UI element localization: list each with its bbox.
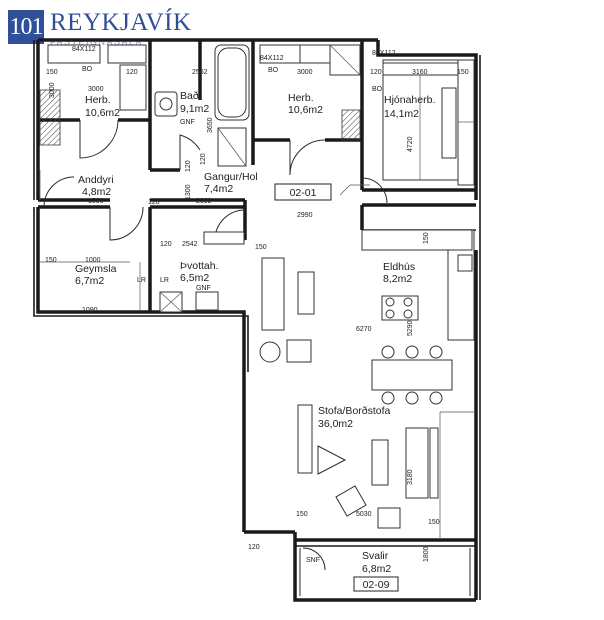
dimension-text: 5290	[407, 320, 414, 336]
svalir-name: Svalir	[362, 550, 389, 562]
dimension-text: 3000	[297, 69, 313, 76]
dimension-text: 120	[148, 199, 160, 206]
bath-name: Bað.	[180, 90, 202, 102]
stofa-name: Stofa/Borðstofa	[318, 405, 391, 417]
anddyri-name: Anddyri	[78, 174, 114, 186]
dimension-text: 6270	[356, 326, 372, 333]
bo-label-1: BO	[82, 66, 93, 73]
bath-area: 9,1m2	[180, 103, 209, 115]
stofa-area: 36,0m2	[318, 418, 353, 430]
dimension-text: 4720	[407, 136, 414, 152]
dimension-text: 1300	[185, 184, 192, 200]
dimension-text: 2990	[297, 212, 313, 219]
apartment-tag: 02-01	[274, 183, 332, 201]
dimension-text: 150	[428, 519, 440, 526]
eldhus-name: Eldhús	[383, 261, 415, 273]
dimension-text: 3650	[207, 117, 214, 133]
dimension-text: 1800	[423, 546, 430, 562]
apartment-tag-text: 02-01	[290, 187, 317, 199]
logo-name: REYKJAVÍK	[50, 9, 192, 36]
gangur-area: 7,4m2	[204, 183, 233, 195]
thvottah-name: Þvottah.	[180, 260, 219, 272]
dimension-text: 120	[200, 153, 207, 165]
dimension-text: 2562	[192, 69, 208, 76]
dimension-text: 150	[457, 69, 469, 76]
wardrobe-label-1: 84X112	[72, 46, 96, 53]
dimension-text: 1090	[82, 307, 98, 314]
furniture	[39, 44, 476, 596]
dimension-text: 1000	[85, 257, 101, 264]
dimension-text: 3000	[49, 82, 56, 98]
anddyri-area: 4,8m2	[82, 186, 111, 198]
hjonaherb-name: Hjónaherb.	[384, 94, 435, 106]
dimension-text: 3180	[407, 469, 414, 485]
lr-label-2: LR	[160, 277, 169, 284]
gangur-name: Gangur/Hol	[204, 171, 258, 183]
dimension-text: 150	[255, 244, 267, 251]
dimension-text: 2692	[196, 198, 212, 205]
dimension-text: 150	[46, 69, 58, 76]
bo-label-2: BO	[268, 67, 279, 74]
herb2-area: 10,6m2	[288, 104, 323, 116]
balcony-tag-text: 02-09	[363, 579, 390, 591]
logo-tagline: FASTEIGNASALA	[50, 37, 144, 47]
doors	[43, 119, 388, 571]
dimension-text: 120	[370, 69, 382, 76]
thvottah-note: GNF	[196, 285, 211, 292]
dimension-text: 3160	[412, 69, 428, 76]
wardrobe-label-2: 84X112	[260, 55, 284, 62]
balcony-tag: 02-09	[353, 576, 399, 592]
lr-label-1: LR	[137, 277, 146, 284]
dimension-labels: 150 120 2562 3000 120 3160 3000 3650 300…	[45, 69, 469, 562]
bath-note: GNF	[180, 119, 195, 126]
herb2-name: Herb.	[288, 92, 314, 104]
dimension-text: 5030	[356, 511, 372, 518]
geymsla-area: 6,7m2	[75, 275, 104, 287]
svalir-note: SNF	[306, 557, 320, 564]
outer-walls	[33, 38, 481, 602]
wardrobe-label-3: 84X112	[372, 50, 396, 57]
dimension-text: 120	[248, 544, 260, 551]
dimension-text: 3000	[88, 86, 104, 93]
thvottah-area: 6,5m2	[180, 272, 209, 284]
fixture-labels: BO BO BO 84X112 84X112 84X112 LR LR	[72, 46, 396, 284]
dimension-text: 1500	[88, 198, 104, 205]
bo-label-3: BO	[372, 86, 383, 93]
dimension-text: 150	[423, 232, 430, 244]
dimension-text: 120	[185, 160, 192, 172]
logo-mark: 101	[8, 10, 44, 44]
dimension-text: 150	[45, 257, 57, 264]
geymsla-name: Geymsla	[75, 263, 117, 275]
dimension-text: 120	[126, 69, 138, 76]
herb1-name: Herb.	[85, 94, 111, 106]
dimension-text: 150	[296, 511, 308, 518]
room-labels: Herb. 10,6m2 Bað. 9,1m2 GNF Herb. 10,6m2…	[75, 90, 435, 575]
svalir-area: 6,8m2	[362, 563, 391, 575]
hjonaherb-area: 14,1m2	[384, 108, 419, 120]
herb1-area: 10,6m2	[85, 107, 120, 119]
dimension-text: 2542	[182, 241, 198, 248]
eldhus-area: 8,2m2	[383, 273, 412, 285]
dimension-text: 120	[160, 241, 172, 248]
